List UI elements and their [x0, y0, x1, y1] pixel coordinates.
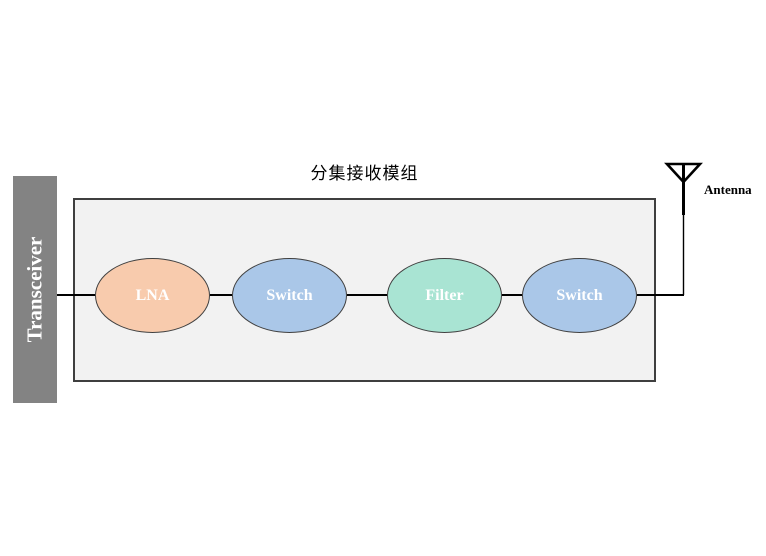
node-switch-2: Switch [522, 258, 637, 333]
node-filter: Filter [387, 258, 502, 333]
connector-filter-switch2 [502, 294, 522, 296]
connector-transceiver-lna [57, 294, 95, 296]
antenna-label: Antenna [704, 182, 752, 197]
transceiver-block: Transceiver [13, 176, 57, 403]
node-lna: LNA [95, 258, 210, 333]
transceiver-label: Transceiver [22, 236, 47, 343]
antenna-icon [664, 162, 703, 295]
diagram-title: 分集接收模组 [310, 164, 419, 183]
connector-switch2-antenna [637, 294, 684, 296]
connector-switch1-filter [347, 294, 387, 296]
node-switch-1: Switch [232, 258, 347, 333]
connector-lna-switch1 [210, 294, 232, 296]
